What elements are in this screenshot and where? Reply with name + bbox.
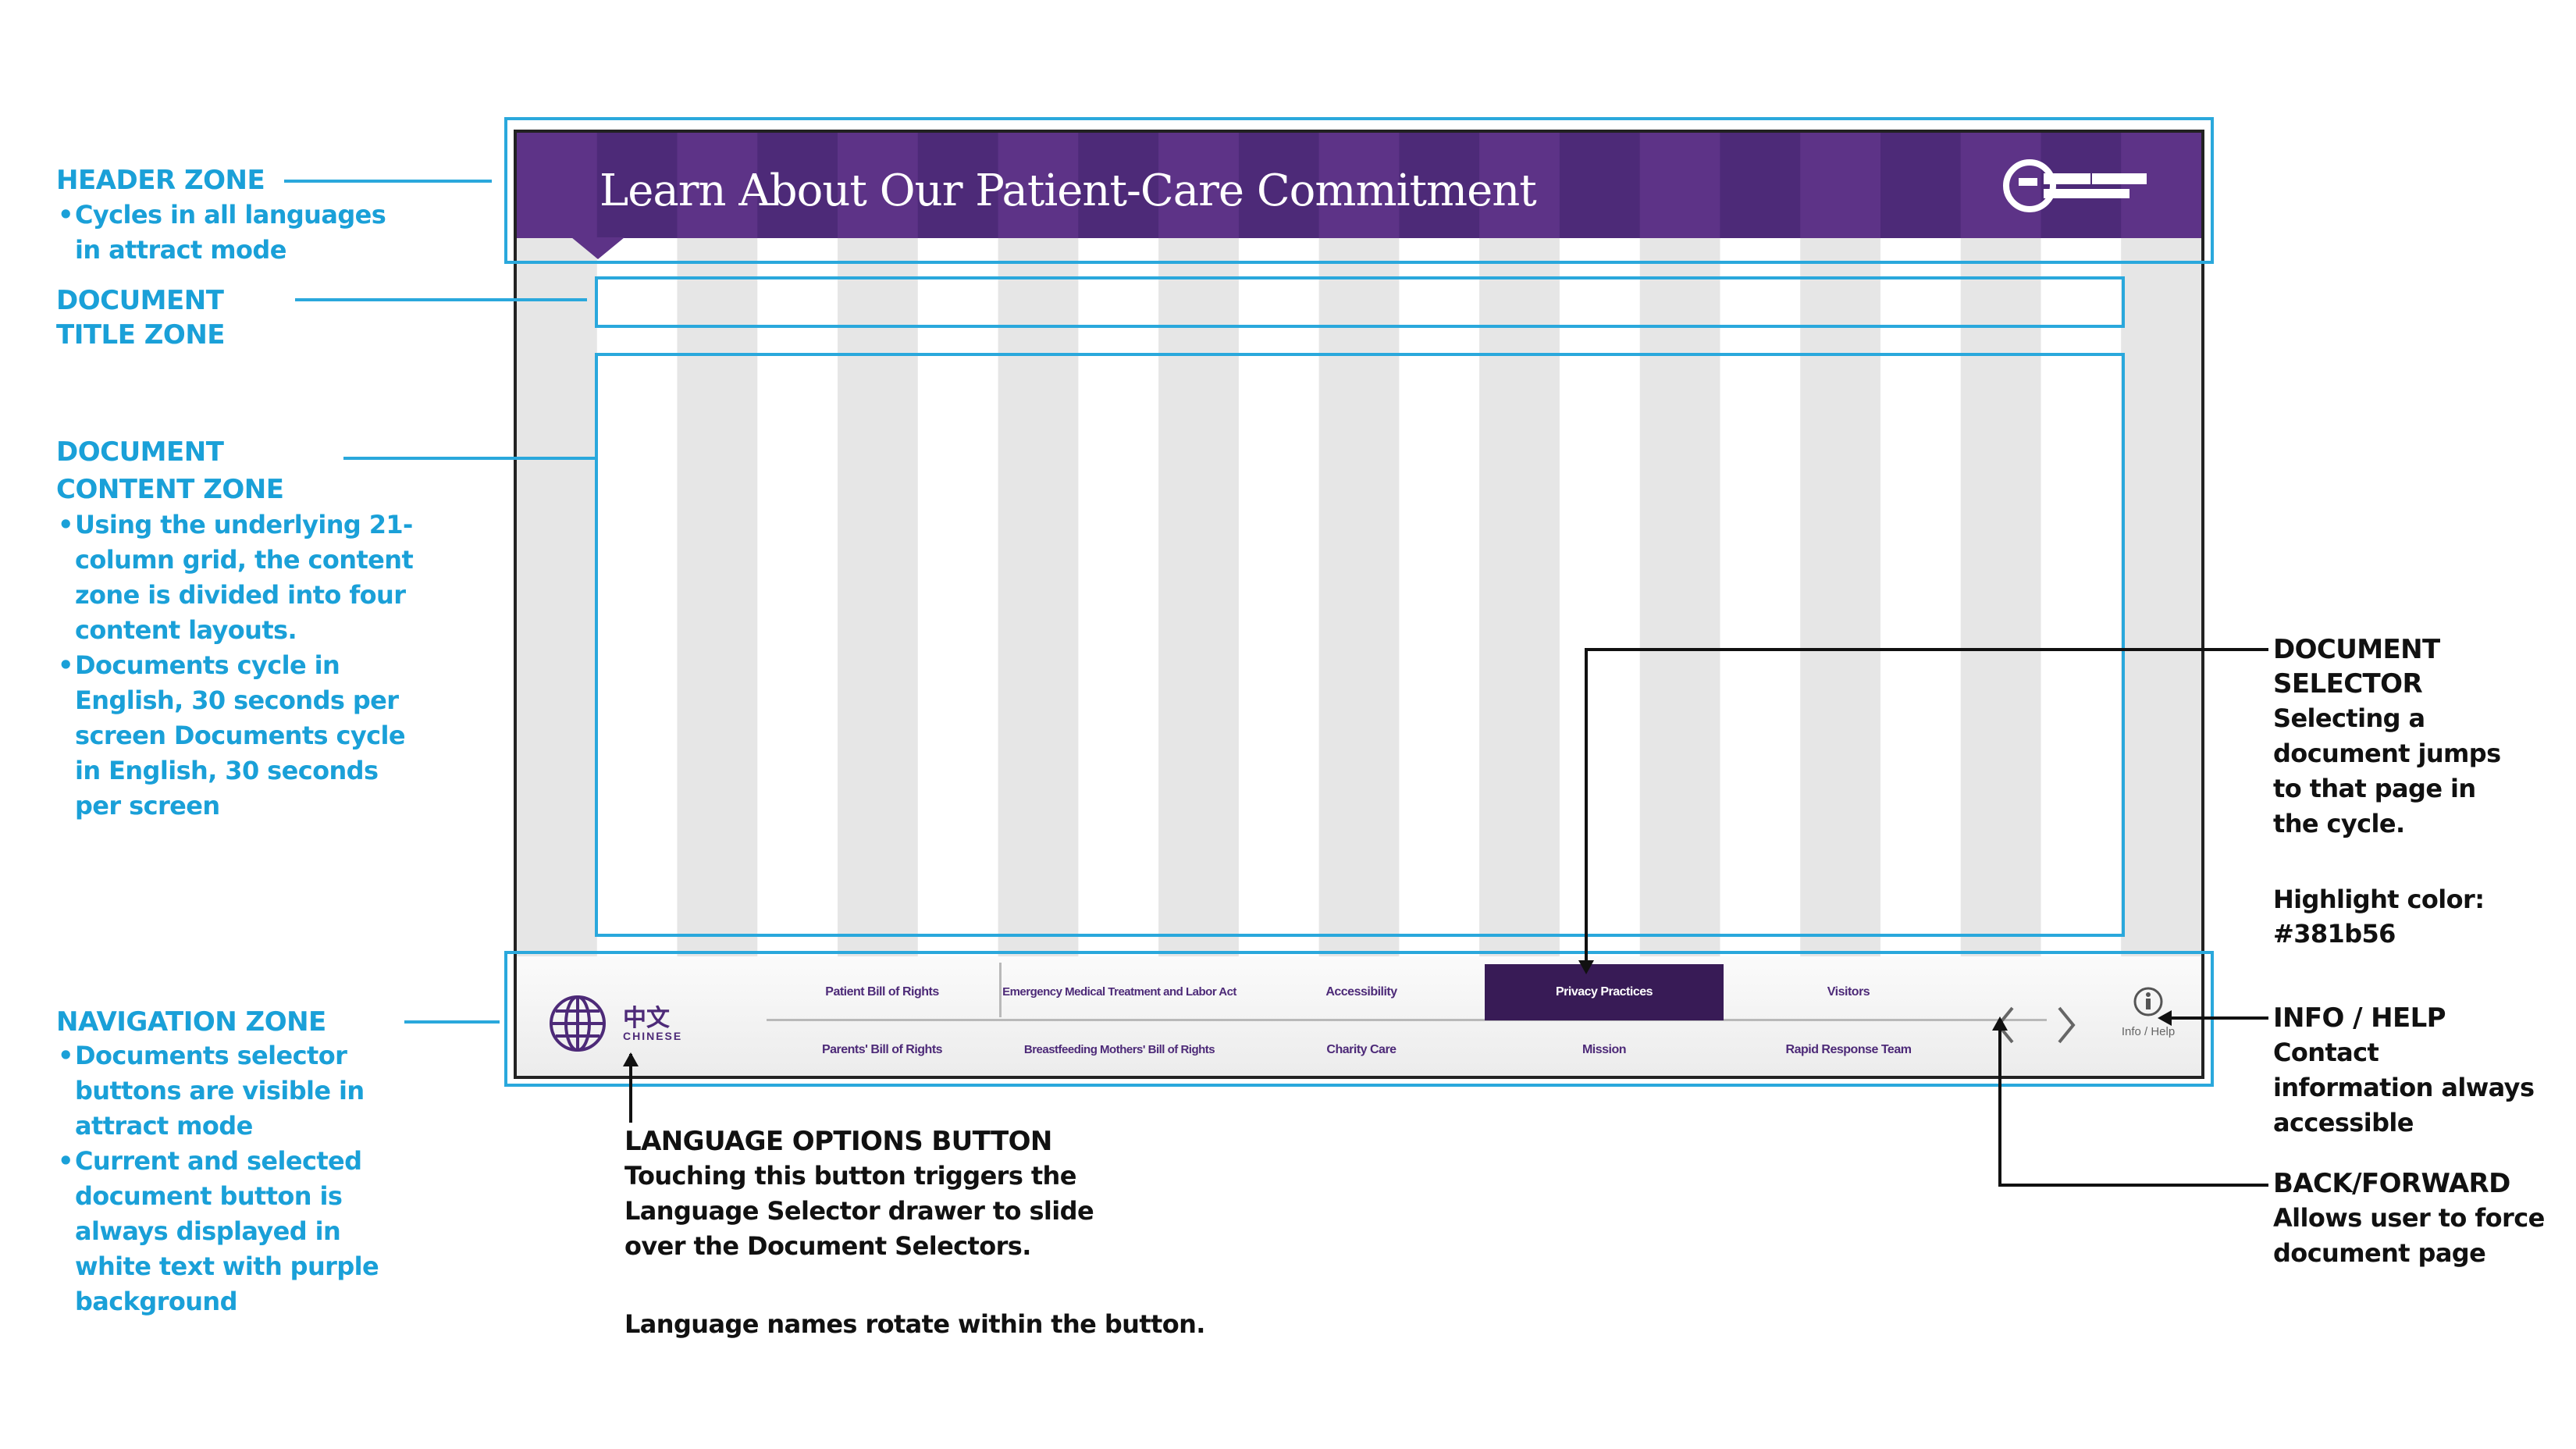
document-title-zone-outline	[595, 276, 2125, 328]
navigation-zone-notes: Documents selector buttons are visible i…	[56, 1038, 384, 1319]
doc-button-patient-bill[interactable]: Patient Bill of Rights	[825, 985, 939, 999]
header-stripe	[1399, 133, 1481, 238]
header-zone-bullet: Cycles in all languages in attract mode	[56, 198, 400, 268]
grid-column	[998, 133, 1079, 1076]
doc-button-breastfeeding[interactable]: Breastfeeding Mothers' Bill of Rights	[1023, 1043, 1215, 1056]
document-title-zone-title-2: TITLE ZONE	[56, 319, 226, 351]
header-zone-outline	[504, 117, 2214, 264]
nav-row-divider	[767, 1019, 2047, 1021]
doc-button-rapid-response[interactable]: Rapid Response Team	[1785, 1043, 1912, 1056]
doc-button-privacy-practices[interactable]: Privacy Practices	[1485, 964, 1724, 1020]
header-bar: Learn About Our Patient-Care Commitment	[517, 133, 2201, 238]
header-stripe	[1318, 133, 1400, 238]
language-options-note: Language names rotate within the button.	[624, 1309, 1205, 1339]
grid-column	[1800, 133, 1880, 1076]
grid-column	[838, 133, 918, 1076]
header-stripe	[1238, 133, 1320, 238]
header-stripe	[838, 133, 919, 238]
hospital-logo	[2003, 159, 2147, 212]
content-zone-notes: Using the underlying 21-column grid, the…	[56, 507, 415, 824]
language-glyph: 中文	[623, 1005, 670, 1032]
header-stripe	[596, 133, 678, 238]
header-stripe	[1800, 133, 1881, 238]
header-stripe	[917, 133, 999, 238]
content-zone-title-1: DOCUMENT	[56, 436, 224, 468]
chevron-right-icon[interactable]	[2050, 1003, 2081, 1047]
navigation-bar: 中文 CHINESE Patient Bill of Rights Emerge…	[517, 956, 2201, 1076]
grid-column	[1639, 133, 1720, 1076]
highlight-color-label: Highlight color:	[2273, 885, 2485, 914]
header-stripe	[1559, 133, 1641, 238]
header-stripe	[1720, 133, 1802, 238]
grid-column	[2121, 133, 2201, 1076]
document-title-zone-title-1: DOCUMENT	[56, 285, 224, 316]
header-stripe	[517, 133, 598, 238]
column-grid	[517, 133, 2201, 1076]
info-icon	[2133, 987, 2163, 1016]
header-stripe	[1880, 133, 1962, 238]
content-zone-bullet: Using the underlying 21-column grid, the…	[56, 507, 415, 648]
info-label: Info / Help	[2121, 1025, 2176, 1038]
header-stripe	[1639, 133, 1721, 238]
doc-button-accessibility[interactable]: Accessibility	[1325, 985, 1397, 999]
grid-column	[677, 133, 758, 1076]
info-help-title: INFO / HELP	[2273, 1002, 2446, 1034]
info-help-button[interactable]: Info / Help	[2101, 986, 2195, 1064]
language-options-title: LANGUAGE OPTIONS BUTTON	[624, 1126, 1052, 1157]
navigation-zone-bullet: Current and selected document button is …	[56, 1144, 384, 1319]
info-help-body: Contact information always accessible	[2273, 1038, 2535, 1137]
globe-icon	[550, 995, 606, 1052]
language-options-body: Touching this button triggers the Langua…	[624, 1161, 1094, 1261]
highlight-color-value: #381b56	[2273, 919, 2396, 949]
grid-column	[1158, 133, 1239, 1076]
grid-column	[1318, 133, 1400, 1076]
header-notch	[571, 237, 624, 259]
header-stripe	[757, 133, 839, 238]
navigation-zone-bullet: Documents selector buttons are visible i…	[56, 1038, 384, 1144]
grid-column	[517, 133, 597, 1076]
header-title: Learn About Our Patient-Care Commitment	[600, 166, 1537, 216]
header-stripe	[1078, 133, 1160, 238]
nav-divider	[999, 963, 1002, 1017]
navigation-zone-title: NAVIGATION ZONE	[56, 1006, 326, 1038]
content-zone-title-2: CONTENT ZONE	[56, 474, 284, 505]
document-selector-title-1: DOCUMENT	[2273, 634, 2440, 665]
doc-button-visitors[interactable]: Visitors	[1827, 985, 1870, 999]
header-stripe	[998, 133, 1080, 238]
header-zone-notes: Cycles in all languages in attract mode	[56, 198, 400, 268]
language-options-button[interactable]: 中文 CHINESE	[548, 988, 688, 1058]
doc-button-charity-care[interactable]: Charity Care	[1326, 1043, 1397, 1056]
doc-button-emtala[interactable]: Emergency Medical Treatment and Labor Ac…	[1002, 985, 1236, 999]
grid-column	[1960, 133, 2041, 1076]
header-stripe	[677, 133, 759, 238]
header-stripe	[2121, 133, 2201, 238]
language-label: CHINESE	[623, 1030, 683, 1042]
back-forward-body: Allows user to force document page	[2273, 1203, 2545, 1268]
document-selector-title-2: SELECTOR	[2273, 668, 2423, 700]
grid-column	[1479, 133, 1560, 1076]
doc-button-parents-bill[interactable]: Parents' Bill of Rights	[821, 1043, 943, 1056]
document-content-zone-outline	[595, 353, 2125, 937]
document-selector-body: Selecting a document jumps to that page …	[2273, 703, 2501, 838]
header-stripe	[1479, 133, 1560, 238]
content-zone-bullet: Documents cycle in English, 30 seconds p…	[56, 648, 415, 824]
back-forward-title: BACK/FORWARD	[2273, 1168, 2510, 1199]
kiosk-screen-mockup: Learn About Our Patient-Care Commitment …	[514, 130, 2204, 1079]
header-zone-title: HEADER ZONE	[56, 165, 265, 196]
header-stripe	[1158, 133, 1240, 238]
doc-button-mission[interactable]: Mission	[1582, 1043, 1627, 1056]
